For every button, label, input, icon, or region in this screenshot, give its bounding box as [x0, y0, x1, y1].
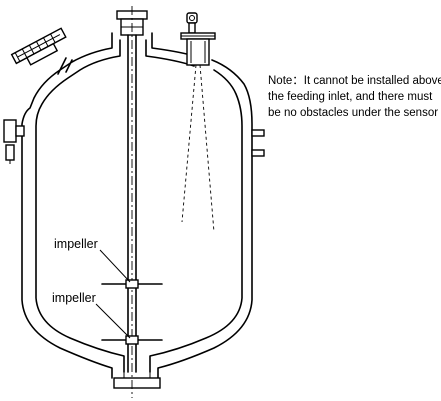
agitator-shaft [127, 6, 137, 398]
note-line-3: be no obstacles under the sensor [268, 107, 438, 119]
note-line-2: the feeding inlet, and there must [268, 91, 433, 103]
impeller-label-upper: impeller [54, 237, 98, 251]
vessel-outer-shell [21, 32, 253, 379]
leader-line-upper [99, 249, 131, 283]
right-side-nozzle [251, 129, 265, 157]
installation-note: Note：It cannot be installed above the fe… [268, 75, 441, 119]
sensor-beam [181, 64, 215, 233]
left-side-nozzle [3, 119, 25, 164]
bottom-flange [113, 372, 161, 389]
leader-line-lower [95, 303, 131, 339]
note-line-1: Note：It cannot be installed above [268, 75, 441, 87]
impeller-label-lower: impeller [52, 291, 96, 305]
impeller-lower [101, 335, 163, 345]
feeding-inlet-nozzle [10, 27, 67, 66]
level-sensor [180, 12, 216, 66]
feeding-inlet-neck [57, 57, 73, 75]
impeller-upper [101, 279, 163, 289]
vessel-inner-shell [35, 39, 243, 373]
